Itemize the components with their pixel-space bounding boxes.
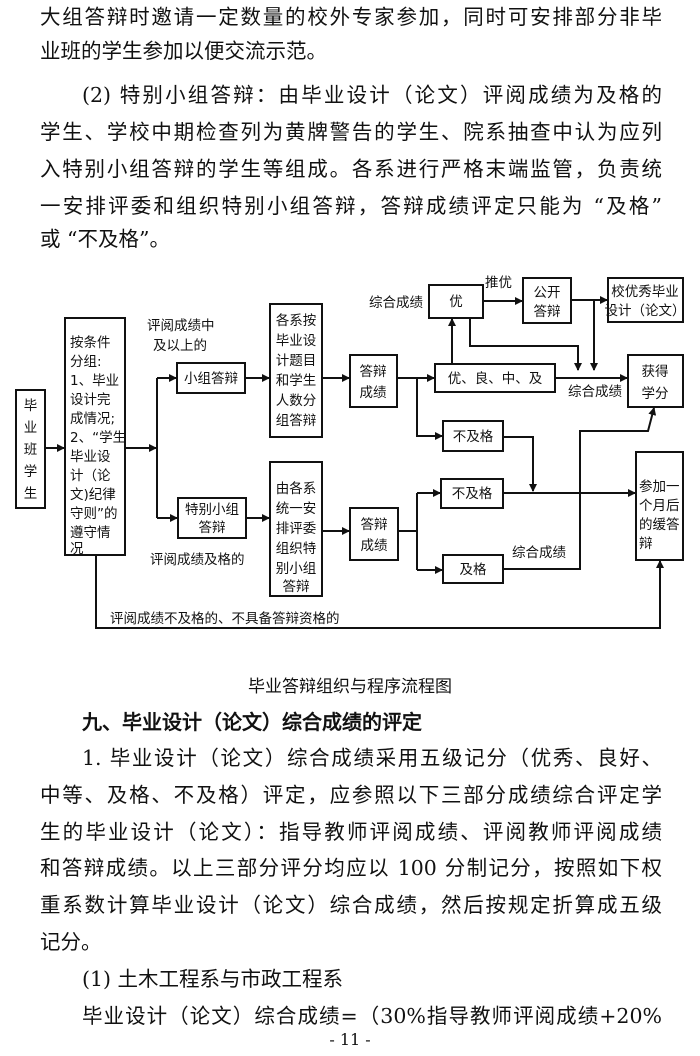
box-dept-group <box>269 303 323 438</box>
box-fail-top <box>442 420 504 452</box>
box-fail-bottom <box>440 478 504 509</box>
grouping-text: 按条件 分组: 1、毕业 设计完 成情况; 2、“学生 毕业设 计（论 文)纪律… <box>70 334 126 557</box>
students-text: 毕 业 班 学 生 <box>24 398 38 502</box>
svg-text:分组:: 分组: <box>70 354 102 370</box>
public-defense: 公开 <box>534 285 561 301</box>
label-above-pass: 及以上的 <box>153 338 207 354</box>
paragraph-line: 生的毕业设计（论文）：指导教师评阅成绩、评阅教师评阅成绩 <box>40 820 662 844</box>
box-defense-score-bottom <box>349 507 399 561</box>
recommend-label: 推优 <box>485 275 512 291</box>
paragraph-line: 学生、学校中期检查列为黄牌警告的学生、院系抽查中认为应列 <box>40 120 662 144</box>
paragraph-line: 中等、及格、不及格）评定，应参照以下三部分成绩综合评定学 <box>40 783 662 807</box>
svg-text:学: 学 <box>24 464 38 480</box>
svg-text:1、毕业: 1、毕业 <box>70 373 119 389</box>
svg-text:毕业设: 毕业设 <box>70 449 111 465</box>
paragraph-line: 或 “不及格”。 <box>40 227 170 251</box>
svg-text:由各系: 由各系 <box>276 481 317 497</box>
composite-label-1: 综合成绩 <box>369 295 423 311</box>
group-defense-label: 小组答辩 <box>184 370 238 387</box>
svg-text:组答辩: 组答辩 <box>276 412 317 429</box>
svg-text:计题目: 计题目 <box>276 353 317 369</box>
fail-bottom-label: 不及格 <box>452 486 493 502</box>
paragraph-line: 入特别小组答辩的学生等组成。各系进行严格末端监管，负责统 <box>40 157 662 181</box>
delayed-defense: 的缓答 <box>639 516 680 533</box>
svg-text:排评委: 排评委 <box>276 521 317 537</box>
label-pass: 评阅成绩及格的 <box>150 552 245 568</box>
box-grades <box>434 363 556 393</box>
paragraph-line: 重系数计算毕业设计（论文）综合成绩，然后按规定折算成五级 <box>40 893 662 917</box>
svg-text:2、“学生: 2、“学生 <box>70 430 126 446</box>
svg-text:毕: 毕 <box>24 398 38 414</box>
grades-label: 优、良、中、及 <box>448 371 543 387</box>
delayed-defense: 个月后 <box>639 498 680 514</box>
svg-text:毕业设: 毕业设 <box>276 333 317 349</box>
svg-text:况: 况 <box>70 541 84 557</box>
svg-text:答辩: 答辩 <box>283 578 310 595</box>
excellent-label: 优 <box>449 294 463 310</box>
svg-text:成情况;: 成情况; <box>70 411 115 427</box>
box-public-defense <box>522 277 572 324</box>
box-special-defense <box>177 497 247 539</box>
dept-special-text: 由各系 统一安 排评委 组织特 别小组 答辩 <box>276 481 317 595</box>
get-credit: 获得 <box>642 363 669 380</box>
paragraph-line: 大组答辩时邀请一定数量的校外专家参加，同时可安排部分非毕 <box>40 5 662 29</box>
box-grouping <box>64 317 126 556</box>
label-fail-review: 评阅成绩不及格的、不具备答辩资格的 <box>110 610 340 627</box>
defense-score-bottom: 成绩 <box>361 538 388 554</box>
composite-label-3: 综合成绩 <box>512 545 566 561</box>
svg-text:和学生: 和学生 <box>276 373 317 389</box>
svg-text:人数分: 人数分 <box>276 393 317 409</box>
box-excellent <box>428 284 484 319</box>
box-delayed-defense <box>635 451 684 561</box>
box-school-excellent <box>607 277 684 323</box>
svg-text:统一安: 统一安 <box>276 501 317 517</box>
svg-text:各系按: 各系按 <box>276 313 317 329</box>
public-defense: 答辩 <box>534 303 561 320</box>
delayed-defense: 辩 <box>639 536 653 552</box>
svg-text:组织特: 组织特 <box>276 541 317 557</box>
svg-text:计（论: 计（论 <box>70 468 111 484</box>
dept-group-text: 各系按 毕业设 计题目 和学生 人数分 组答辩 <box>276 313 317 429</box>
svg-text:业: 业 <box>24 420 38 436</box>
school-excellent: 校优秀毕业 <box>611 283 679 300</box>
paragraph-line: 和答辩成绩。以上三部分评分均应以 100 分制记分，按照如下权 <box>40 856 662 880</box>
defense-score-top: 答辩 <box>360 363 387 380</box>
paragraph-line: 记分。 <box>40 930 102 954</box>
label-above-pass: 评阅成绩中 <box>147 318 215 334</box>
box-get-credit <box>627 354 684 408</box>
svg-text:别小组: 别小组 <box>276 561 317 577</box>
page-number: - 11 - <box>329 1030 371 1049</box>
box-group-defense <box>176 362 246 394</box>
delayed-defense: 参加一 <box>639 478 680 495</box>
paragraph-line: 一安排评委和组织特别小组答辩，答辩成绩评定只能为 “及格” <box>40 194 662 218</box>
connectors <box>45 296 664 629</box>
paragraph-line: (1) 土木工程系与市政工程系 <box>82 967 344 991</box>
paragraph-line: (2) 特别小组答辩：由毕业设计（论文）评阅成绩为及格的 <box>82 83 662 107</box>
defense-score-top: 成绩 <box>360 385 387 401</box>
pass-label: 及格 <box>460 562 487 578</box>
svg-text:按条件: 按条件 <box>70 334 111 351</box>
paragraph-line: 1. 毕业设计（论文）综合成绩采用五级记分（优秀、良好、 <box>82 746 662 770</box>
figure-caption: 毕业答辩组织与程序流程图 <box>248 677 452 697</box>
svg-text:守则”的: 守则”的 <box>70 506 118 522</box>
special-defense-label: 特别小组 <box>185 502 239 518</box>
section-heading: 九、毕业设计（论文）综合成绩的评定 <box>82 710 422 734</box>
paragraph-line: 毕业设计（论文）综合成绩=（30%指导教师评阅成绩+20% <box>82 1004 662 1028</box>
get-credit: 学分 <box>642 386 669 402</box>
paragraph-line: 业班的学生参加以便交流示范。 <box>40 39 327 63</box>
svg-text:生: 生 <box>24 486 38 502</box>
school-excellent: 设计（论文） <box>605 303 686 319</box>
defense-score-bottom: 答辩 <box>361 516 388 533</box>
special-defense-label: 答辩 <box>199 519 226 536</box>
composite-label-2: 综合成绩 <box>568 384 622 400</box>
svg-text:设计完: 设计完 <box>70 392 111 408</box>
svg-text:遵守情: 遵守情 <box>70 524 111 541</box>
box-dept-special <box>269 461 323 597</box>
svg-text:班: 班 <box>24 442 38 458</box>
fail-top-label: 不及格 <box>453 429 494 445</box>
svg-text:文)纪律: 文)纪律 <box>70 487 116 503</box>
box-defense-score-top <box>349 354 398 408</box>
